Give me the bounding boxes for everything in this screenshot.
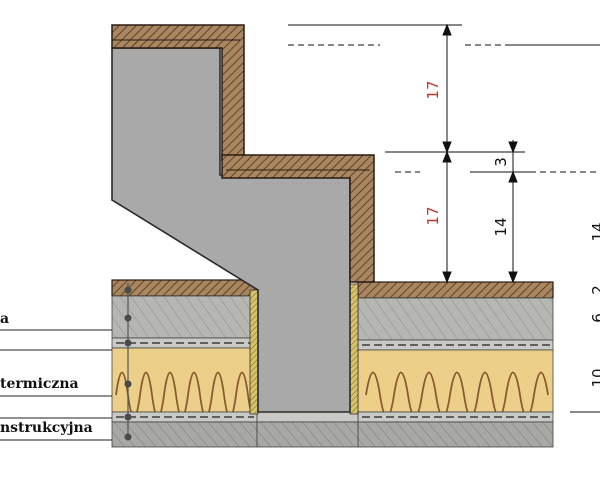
- insulation-left: [111, 347, 258, 413]
- floor-layers-right: [357, 281, 554, 448]
- dimension-right-14: 14: [589, 222, 600, 241]
- dimension-labels: 17 17 3 14 14 2 6 10: [424, 80, 600, 387]
- slab-center: [256, 421, 359, 448]
- edge-strip-left: [249, 289, 259, 415]
- concrete-stair-core: [111, 47, 351, 413]
- layer-label-structural: nstrukcyjna: [0, 420, 93, 436]
- dimension-3: 3: [492, 157, 510, 167]
- floor-finish-right: [357, 281, 554, 299]
- layer-label-top: a: [0, 311, 10, 327]
- dimension-lines: [288, 23, 600, 413]
- floor-layers-left: [111, 279, 261, 448]
- slab-left: [111, 421, 258, 448]
- floor-finish-left: [111, 279, 258, 297]
- dimension-14: 14: [492, 217, 510, 236]
- stair-cladding: [111, 24, 375, 283]
- lower-tread-cladding: [221, 154, 375, 283]
- screed-left: [111, 295, 258, 339]
- edge-strip-right: [349, 283, 359, 415]
- dimension-right-10: 10: [589, 368, 600, 387]
- label-leaders: [0, 329, 112, 441]
- screed-right: [357, 297, 554, 341]
- dimension-right-2: 2: [589, 285, 600, 295]
- dimension-upper-17: 17: [424, 80, 442, 99]
- layer-label-insulation: termiczna: [0, 376, 79, 392]
- membrane-center: [256, 411, 359, 423]
- dimension-right-6: 6: [589, 313, 600, 323]
- insulation-wave-right: [365, 371, 549, 419]
- layer-markers: [124, 283, 132, 441]
- insulation-right: [357, 349, 554, 413]
- dimension-lower-17: 17: [424, 206, 442, 225]
- insulation-wave-left: [115, 371, 261, 419]
- slab-right: [357, 421, 554, 448]
